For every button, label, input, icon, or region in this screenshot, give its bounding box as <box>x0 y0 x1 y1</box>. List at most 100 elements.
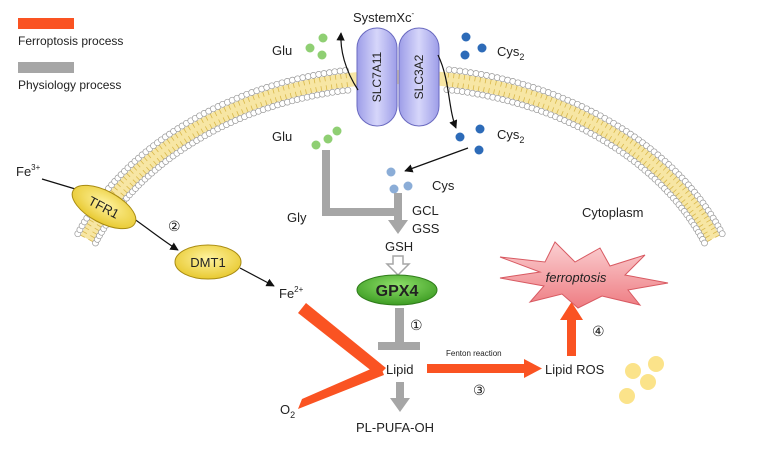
lipid-tail <box>467 84 470 90</box>
gsh-synthesis-pathway <box>322 150 408 234</box>
cys-dots <box>386 167 413 194</box>
lipid-tail <box>247 96 250 102</box>
lipid-tail <box>542 103 545 109</box>
lipid-tail <box>303 80 305 86</box>
ros-dot <box>640 374 656 390</box>
lipid-tail <box>192 133 196 139</box>
lipid-tail <box>135 176 140 181</box>
lipid-tail <box>305 89 307 95</box>
lipid-tail <box>116 183 121 188</box>
gsh-arrowhead <box>388 220 408 234</box>
lipid-tail <box>632 152 636 157</box>
systemxc-transporter: SystemXc- SLC7A11 SLC3A2 <box>353 9 440 127</box>
lipid-tail <box>569 104 572 110</box>
glu-dot <box>332 126 342 136</box>
lipid-tail <box>272 88 275 94</box>
lipid-tail <box>703 215 709 220</box>
lipid-tail <box>463 74 466 80</box>
cys2-dot <box>461 32 471 42</box>
lipid-ros-dots <box>619 356 664 404</box>
lipid-tail <box>625 136 630 141</box>
lipid-tail <box>637 144 642 150</box>
gpx4-enzyme <box>356 274 438 306</box>
lipid-tail <box>242 98 246 104</box>
cys-label: Cys <box>432 178 455 193</box>
lipid-tail <box>600 130 604 136</box>
lipid-tail <box>691 213 697 217</box>
lipid-tail <box>669 173 674 178</box>
lipid-tail <box>472 85 475 91</box>
lipid-tail <box>672 189 677 194</box>
lipid-tail <box>675 192 680 197</box>
legend-physiology-swatch <box>18 62 74 73</box>
cys2-dot <box>477 43 487 53</box>
lipid-tail <box>200 118 204 123</box>
lipid-head <box>320 70 328 77</box>
lipid-tail <box>320 86 323 92</box>
lipid-tail <box>702 231 708 235</box>
lipid-tail <box>154 147 159 153</box>
lipid-head <box>336 67 344 75</box>
lipid-tail <box>624 146 629 152</box>
lipid-tail <box>693 200 699 205</box>
lipid-tail <box>559 100 563 106</box>
slc7a11-protein <box>356 27 398 127</box>
lipid-tail <box>696 220 701 224</box>
glu-dots-inside <box>311 126 342 150</box>
lipid-tail <box>685 190 690 194</box>
ferroptosis-label: ferroptosis <box>546 270 607 285</box>
lipid-tail <box>458 73 460 79</box>
slc7a11-label: SLC7A11 <box>370 51 384 102</box>
ros-to-ferroptosis-arrowhead <box>560 302 583 320</box>
lipid-tail <box>616 141 621 146</box>
fenton-reaction-label: Fenton reaction <box>446 349 502 358</box>
lipid-tail <box>532 100 535 106</box>
lipid-tail <box>113 186 118 191</box>
lipid-tail <box>477 86 480 92</box>
lipid-tail <box>587 123 591 129</box>
lipid-tail <box>250 105 254 111</box>
lipid-head <box>488 73 496 80</box>
glu-to-gsh-bar <box>322 150 330 212</box>
lipid-tail <box>515 85 518 91</box>
lipid-tail <box>706 219 711 223</box>
lipid-tail <box>231 113 235 118</box>
lipid-tail <box>518 95 521 101</box>
lipid-tail <box>688 193 693 198</box>
lipid-tail <box>200 128 204 134</box>
lipid-tail <box>662 166 667 171</box>
lipid-tail <box>255 103 258 109</box>
cys2-dot <box>475 124 485 134</box>
lipid-tail <box>546 105 550 111</box>
legend-physiology-label: Physiology process <box>18 78 121 92</box>
lipid-tail <box>686 206 691 210</box>
lipid-tail <box>313 78 316 84</box>
o2-label: O2 <box>280 402 295 420</box>
lipid-tail <box>96 224 102 228</box>
gpx4-label: GPX4 <box>376 283 419 300</box>
lipid-tail <box>672 176 677 181</box>
lipid-tail <box>596 118 600 123</box>
fe3-label: Fe3+ <box>16 163 41 179</box>
dmt1-to-fe2-arrow <box>239 267 275 287</box>
slc3a2-label: SLC3A2 <box>412 54 426 99</box>
lipid-tail <box>158 144 163 150</box>
lipid-tail <box>279 95 282 101</box>
lipid-tail <box>698 224 704 228</box>
lipid-tail <box>482 87 485 93</box>
lipid-tail <box>655 160 660 165</box>
cys2-outside-label: Cys2 <box>497 44 524 62</box>
lipid-tail <box>628 149 632 154</box>
lipid-tail <box>324 76 326 82</box>
lipid-tail <box>270 98 273 104</box>
lipid-tail <box>683 202 689 207</box>
fe2-to-lipid-bar <box>298 303 386 376</box>
lipid-tail <box>140 160 145 165</box>
lipid-tail <box>80 234 85 238</box>
lipid-tail <box>635 154 640 160</box>
lipid-tail <box>129 182 134 187</box>
cys2-dots-inside <box>455 124 485 155</box>
lipid-tail <box>583 121 587 127</box>
lipid-tail <box>617 130 621 136</box>
